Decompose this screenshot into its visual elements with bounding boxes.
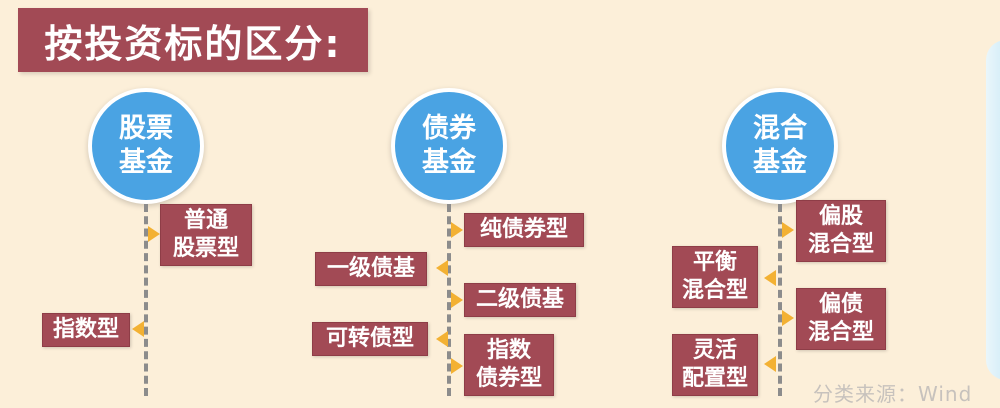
- bond-item-secondary: 二级债基: [464, 283, 576, 317]
- arrow-pointer: [764, 270, 776, 286]
- stock-item-ordinary: 普通 股票型: [160, 204, 252, 266]
- arrow-pointer: [436, 331, 448, 347]
- stock-fund-connector: [144, 204, 148, 396]
- source-note: 分类来源：Wind: [813, 382, 973, 406]
- mixed-fund-node: 混合 基金: [722, 88, 838, 204]
- bond-item-index: 指数 债券型: [464, 334, 554, 396]
- mixed-item-balanced: 平衡 混合型: [672, 246, 758, 308]
- mixed-item-equity-biased: 偏股 混合型: [796, 200, 886, 262]
- arrow-pointer: [764, 356, 776, 372]
- arrow-pointer: [782, 310, 794, 326]
- arrow-pointer: [451, 222, 463, 238]
- stock-fund-label: 股票 基金: [119, 113, 173, 178]
- arrow-pointer: [451, 358, 463, 374]
- arrow-pointer: [782, 222, 794, 238]
- bond-item-primary: 一级债基: [315, 252, 427, 286]
- page-title: 按投资标的区分:: [18, 8, 368, 72]
- arrow-pointer: [132, 321, 144, 337]
- arrow-pointer: [436, 260, 448, 276]
- bond-fund-node: 债券 基金: [391, 88, 507, 204]
- edge-decoration: [986, 40, 1000, 380]
- arrow-pointer: [148, 226, 160, 242]
- stock-fund-node: 股票 基金: [88, 88, 204, 204]
- mixed-item-bond-biased: 偏债 混合型: [796, 288, 886, 350]
- bond-fund-label: 债券 基金: [422, 113, 476, 178]
- arrow-pointer: [451, 292, 463, 308]
- bond-item-convertible: 可转债型: [312, 322, 428, 356]
- mixed-fund-label: 混合 基金: [753, 113, 807, 178]
- bond-fund-connector: [447, 204, 451, 396]
- stock-item-index: 指数型: [42, 313, 130, 347]
- mixed-fund-connector: [778, 204, 782, 396]
- mixed-item-flexible: 灵活 配置型: [672, 334, 758, 396]
- bond-item-pure: 纯债券型: [464, 213, 584, 247]
